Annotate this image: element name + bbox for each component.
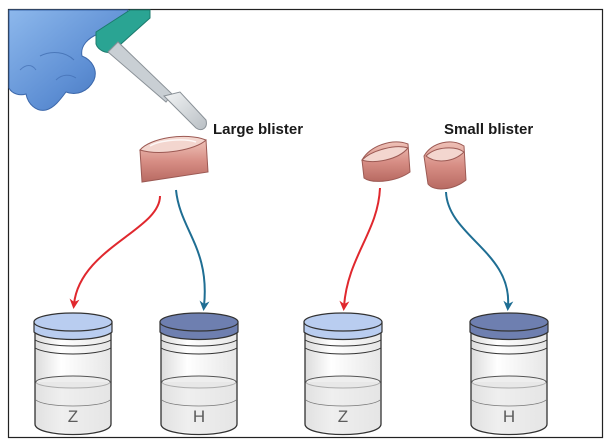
skin-sample-icon (424, 142, 466, 189)
jar-icon: H (160, 313, 238, 435)
jar-icon: Z (34, 313, 112, 435)
jar-letter: Z (338, 407, 348, 426)
jar-icon: H (470, 313, 548, 435)
small-blister-label: Small blister (444, 121, 533, 138)
large-blister-label: Large blister (213, 121, 303, 138)
jar-letter: H (193, 407, 205, 426)
jar-letter: H (503, 407, 515, 426)
jar-icon: Z (304, 313, 382, 435)
jar-letter: Z (68, 407, 78, 426)
